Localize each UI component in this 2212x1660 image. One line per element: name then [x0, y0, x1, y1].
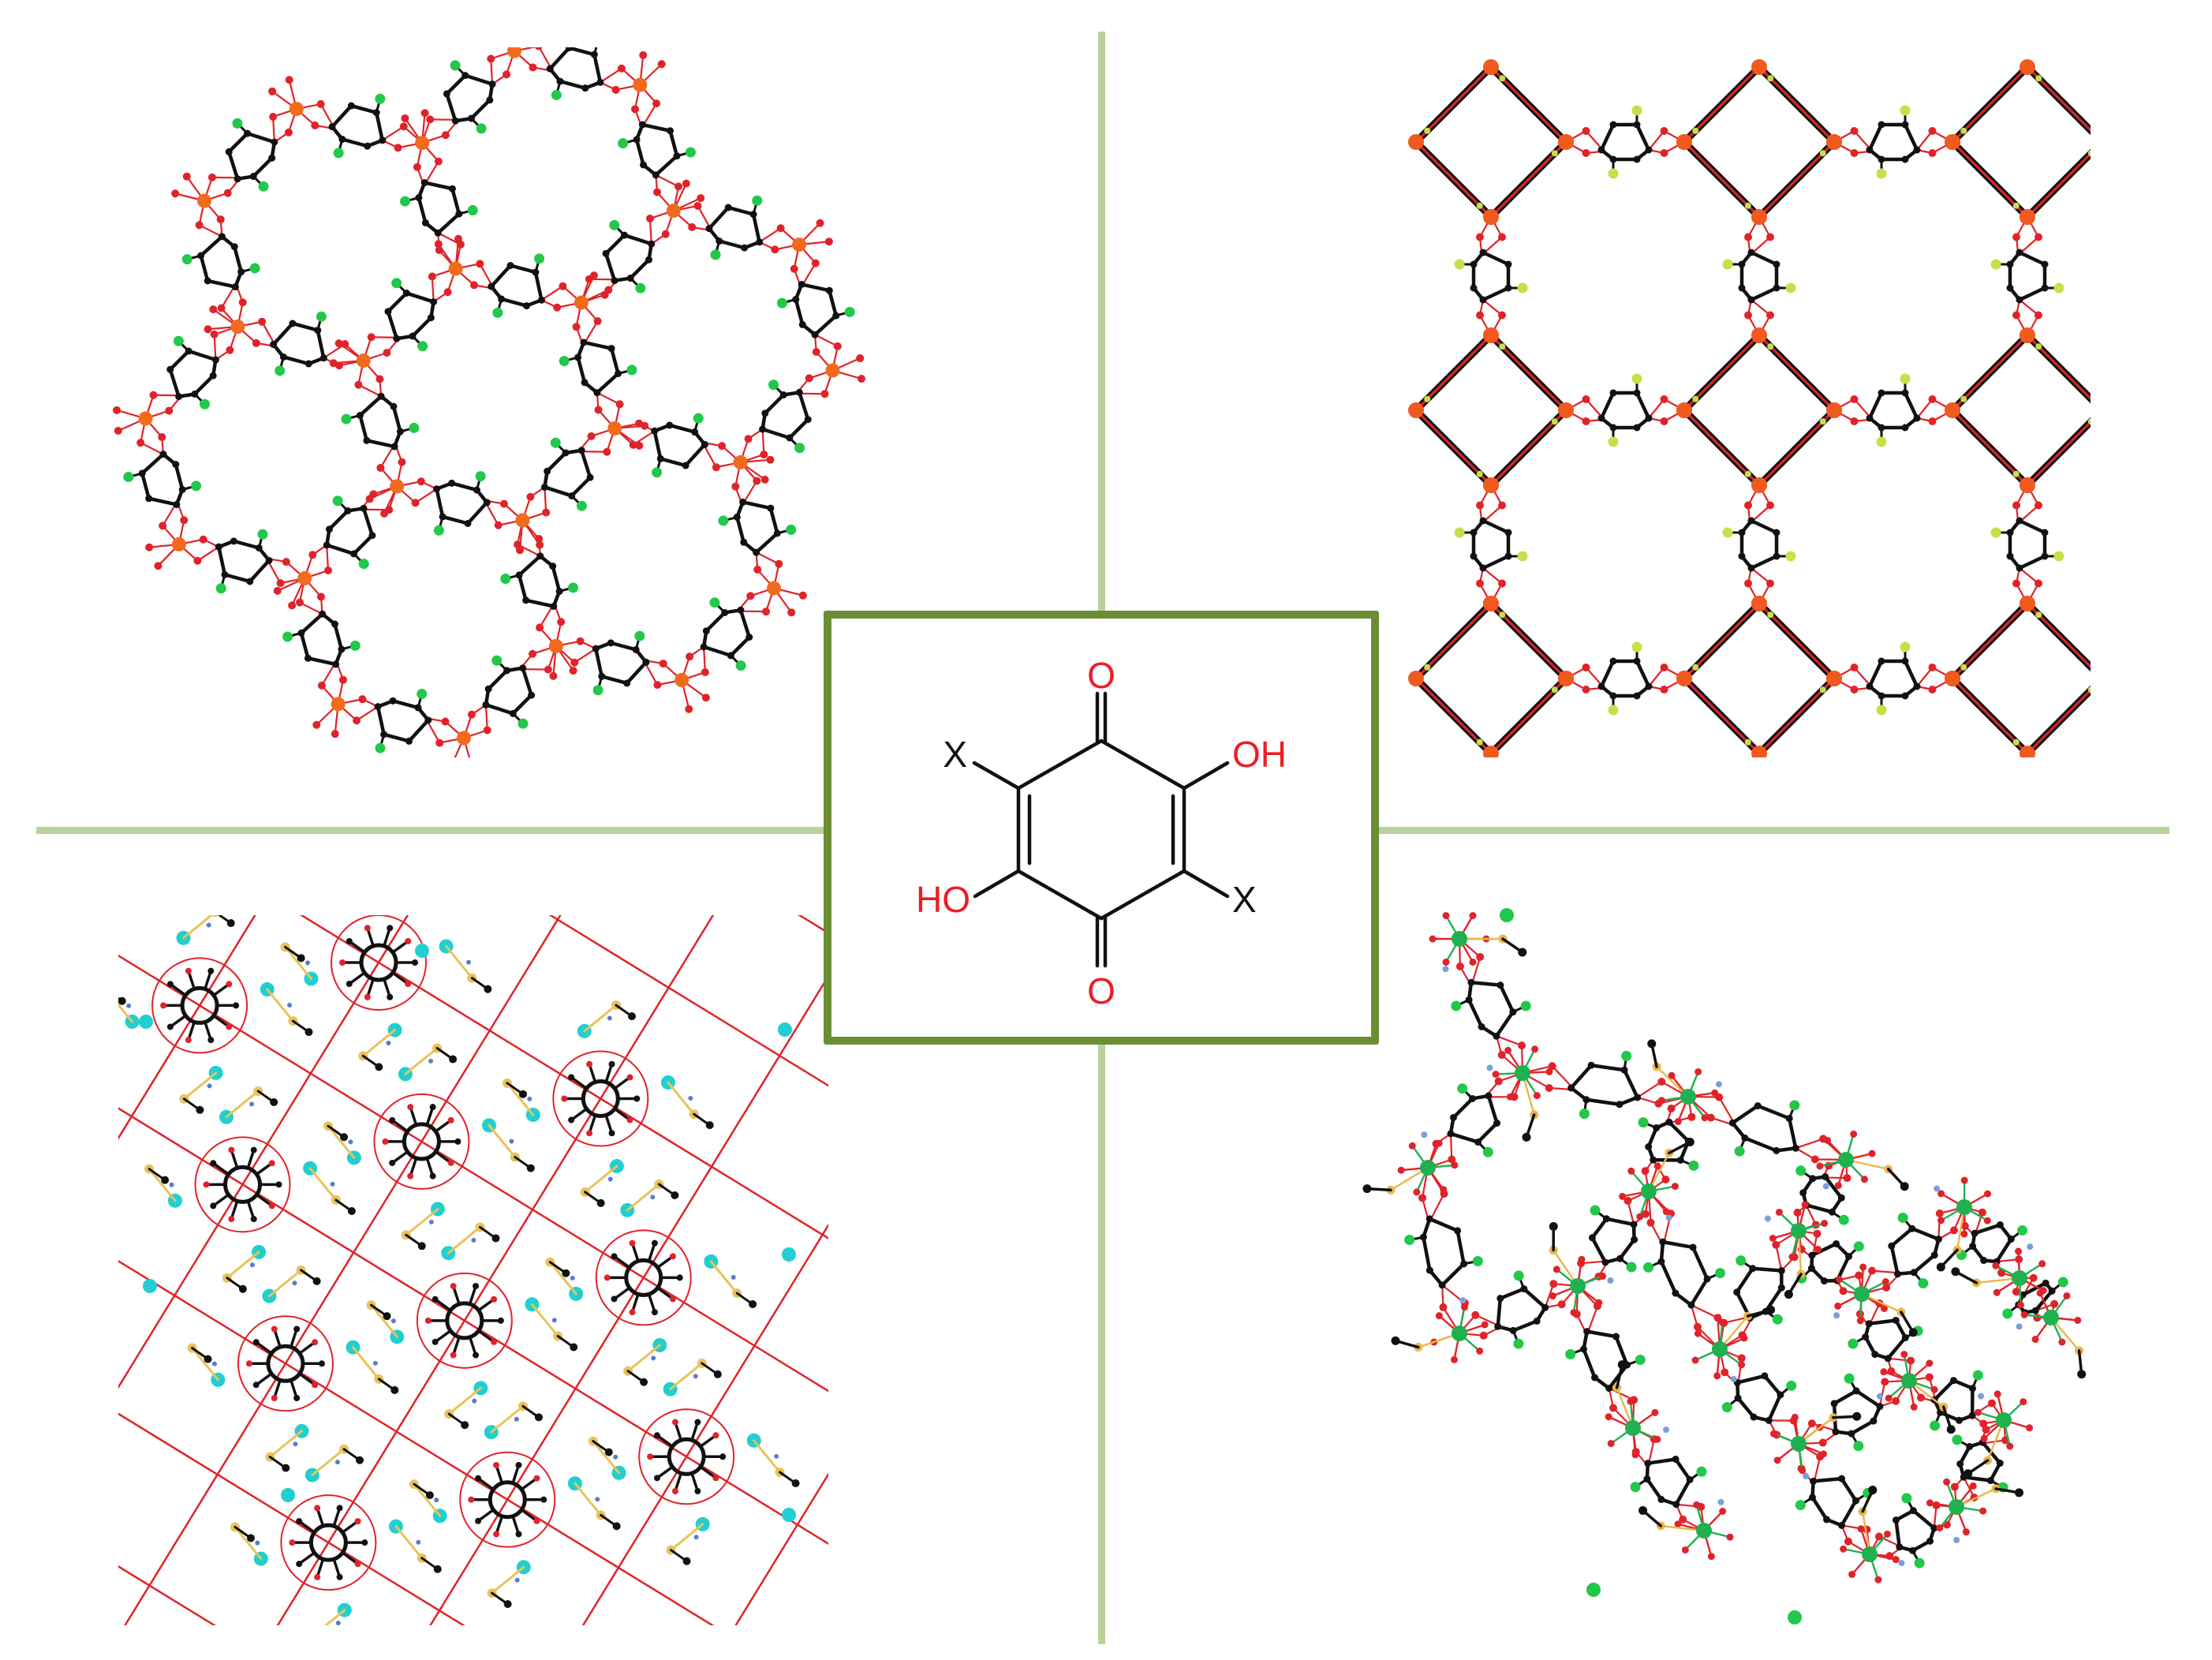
bottom-oxygen-label: O [1087, 970, 1115, 1011]
horizontal-divider-left [36, 827, 824, 834]
lower-right-x-label: X [1232, 879, 1257, 920]
crystal-structure-bottom-right-irregular [1357, 876, 2130, 1641]
rhombic-lattice-network-icon [118, 915, 828, 1625]
upper-left-x-label: X [943, 734, 967, 775]
benzoquinone-structure-icon: O O X OH HO X [916, 655, 1287, 1011]
center-molecule-box: O O X OH HO X [824, 611, 1379, 1045]
crystal-structure-bottom-left-rhombic-lattice [118, 915, 828, 1625]
irregular-network-icon [1362, 908, 2087, 1624]
horizontal-divider-right [1379, 827, 2169, 834]
top-oxygen-label: O [1087, 655, 1115, 696]
upper-right-oh-label: OH [1232, 734, 1287, 775]
crystal-structure-top-left-honeycomb [103, 47, 876, 757]
vertical-divider-top [1098, 32, 1105, 611]
vertical-divider-bottom [1098, 1045, 1105, 1644]
crystal-structure-top-right-square-grid [1381, 47, 2091, 757]
lower-left-ho-label: HO [916, 879, 970, 920]
honeycomb-network-icon [112, 47, 866, 757]
square-grid-network-icon [1408, 59, 2091, 757]
